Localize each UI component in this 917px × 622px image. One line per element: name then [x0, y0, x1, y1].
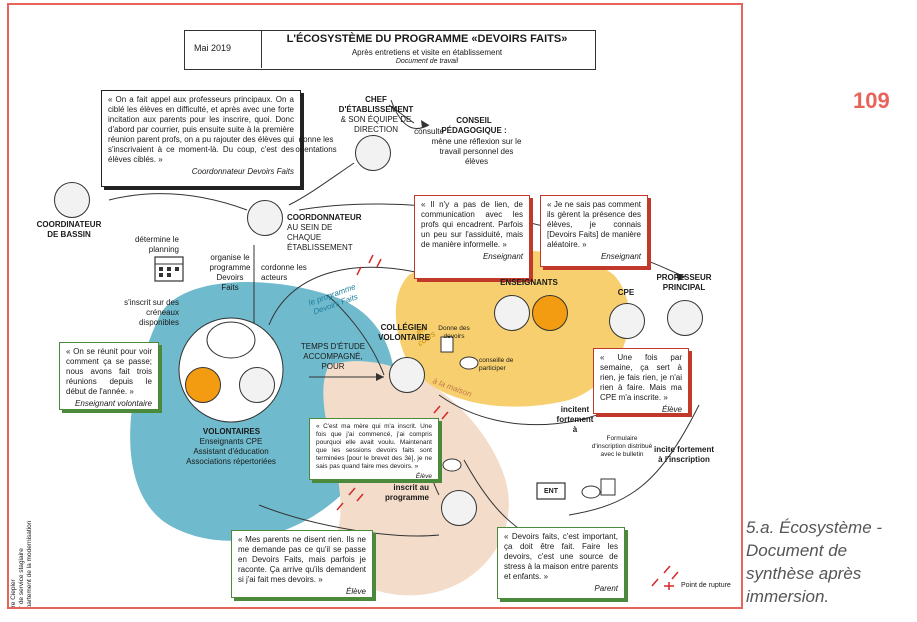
coord-bassin-label: COORDINATEUR DE BASSIN: [36, 220, 102, 239]
author-role: Designer de service stagiaire: [18, 548, 25, 609]
header-box: [184, 30, 596, 70]
ent-label: ENT: [544, 488, 558, 495]
diagram-frame: Mai 2019 L'ÉCOSYSTÈME DU PROGRAMME «DEVO…: [7, 3, 743, 609]
quote-text: « Devoirs faits, c'est important, ça doi…: [504, 532, 618, 581]
quote-author: Coordonnateur Devoirs Faits: [191, 167, 294, 176]
header-note: Document de travail: [395, 58, 459, 65]
figure-caption: 5.a. Écosystème - Document de synthèse a…: [746, 518, 883, 606]
quote-coordonnateur: « On a fait appel aux professeurs princi…: [101, 90, 301, 187]
volontaires-title: VOLONTAIRES: [202, 427, 261, 436]
legend-rupture-icon: [664, 582, 674, 590]
quote-text: « On se réunit pour voir comment ça se p…: [66, 347, 152, 396]
volontaire-avatar: [185, 367, 221, 403]
coord-sub: AU SEIN DE CHAQUE ÉTABLISSEMENT: [287, 223, 353, 252]
conseil-desc: mène une réflexion sur le travail person…: [431, 137, 522, 166]
prof-principal-avatar: [667, 300, 703, 336]
page-number: 109: [853, 88, 890, 113]
volontaire-avatar: [239, 367, 275, 403]
quote-author: Élève: [415, 473, 432, 480]
quote-text: « Mes parents ne disent rien. Ils ne me …: [238, 535, 366, 584]
coord-title: COORDONNATEUR: [287, 213, 362, 222]
quote-enseignant-1: « Il n'y a pas de lien, de communication…: [414, 195, 530, 279]
coord-bassin-avatar: [54, 182, 90, 218]
author-name: Bérangère Ciepler: [10, 579, 17, 609]
quote-eleve-1: « Une fois par semaine, ça sert à rien, …: [593, 348, 689, 414]
author-dept: SG • Département de la modernisation: [26, 520, 33, 609]
quote-author: Enseignant volontaire: [75, 399, 152, 408]
rupture-point: [651, 565, 679, 587]
quote-volontaire: « On se réunit pour voir comment ça se p…: [59, 342, 159, 410]
link-organise: organise le programme Devoirs Faits: [209, 253, 251, 292]
link-temps-etude: TEMPS D'ÉTUDE ACCOMPAGNÉ, POUR: [300, 342, 366, 371]
link-planning: détermine le planning: [134, 235, 179, 254]
link-consulte: consulte: [414, 127, 444, 136]
quote-text: « C'est ma mère qui m'a inscrit. Une foi…: [316, 423, 432, 470]
link-formulaire: Formulaire d'inscription distribué avec …: [591, 435, 653, 458]
legend-label: Point de rupture: [681, 582, 731, 589]
cpe-avatar: [609, 303, 645, 339]
quote-author: Enseignant: [482, 252, 523, 261]
quote-enseignant-2: « Je ne sais pas comment ils gèrent la p…: [540, 195, 648, 267]
chef-title: CHEF D'ÉTABLISSEMENT: [338, 95, 414, 114]
quote-eleve-3: « Mes parents ne disent rien. Ils ne me …: [231, 530, 373, 598]
planning-icon: [154, 256, 184, 282]
quote-author: Enseignant: [600, 252, 641, 261]
conseil-title: CONSEIL PÉDAGOGIQUE :: [441, 116, 507, 135]
quote-author: Parent: [594, 584, 618, 593]
link-incitent: incitent fortement à: [556, 405, 594, 434]
header-date: Mai 2019: [194, 43, 232, 53]
quote-text: « On a fait appel aux professeurs princi…: [108, 95, 294, 164]
link-cordonne: cordonne les acteurs: [261, 263, 307, 282]
parent-avatar: [441, 490, 477, 526]
header-title: L'ÉCOSYSTÈME DU PROGRAMME «DEVOIRS FAITS…: [286, 33, 568, 45]
link-inscrit-programme: inscrit au programme: [384, 483, 429, 502]
link-conseille: conseille de participer: [479, 357, 514, 372]
quote-text: « Il n'y a pas de lien, de communication…: [421, 200, 523, 249]
enseignant-avatar: [494, 295, 530, 331]
link-donne-devoirs: Donne des devoirs: [438, 325, 470, 340]
enseignants-label: ENSEIGNANTS: [500, 278, 558, 287]
form-icon: [600, 478, 616, 496]
chef-sub: & SON ÉQUIPE DE DIRECTION: [340, 115, 412, 134]
quote-parent: « Devoirs faits, c'est important, ça doi…: [497, 527, 625, 599]
header-subtitle: Après entretiens et visite en établissem…: [351, 48, 503, 57]
quote-author: Élève: [661, 405, 682, 414]
document-icon: [440, 336, 454, 353]
collegien-avatar: [389, 357, 425, 393]
speech-icon: [442, 458, 462, 472]
rupture-point: [336, 487, 364, 511]
author-credit: Bérangère Ciepler Designer de service st…: [10, 482, 34, 609]
coordonnateur-avatar: [247, 200, 283, 236]
quote-text: « Une fois par semaine, ça sert à rien, …: [600, 353, 682, 402]
speech-icon: [581, 485, 601, 499]
speech-icon: [459, 356, 479, 370]
header-divider: [261, 30, 262, 68]
cpe-label: CPE: [617, 288, 635, 297]
volontaires-list: Enseignants CPE Assistant d'éducation As…: [186, 437, 276, 466]
link-incite: incite fortement à l'inscription: [654, 445, 715, 464]
rupture-point: [356, 254, 382, 276]
quote-author: Élève: [345, 587, 366, 596]
prof-principal-label: PROFESSEUR PRINCIPAL: [656, 273, 712, 292]
quote-eleve-2: « C'est ma mère qui m'a inscrit. Une foi…: [309, 418, 439, 480]
chef-avatar: [355, 135, 391, 171]
ent-icon: [536, 482, 566, 500]
enseignant-avatar: [532, 295, 568, 331]
collegien-label: COLLÉGIEN VOLONTAIRE: [378, 323, 430, 342]
quote-text: « Je ne sais pas comment ils gèrent la p…: [547, 200, 641, 249]
link-orientations: donne les orientations: [295, 135, 337, 154]
link-creneaux: s'inscrit sur des créneaux disponibles: [124, 298, 179, 327]
